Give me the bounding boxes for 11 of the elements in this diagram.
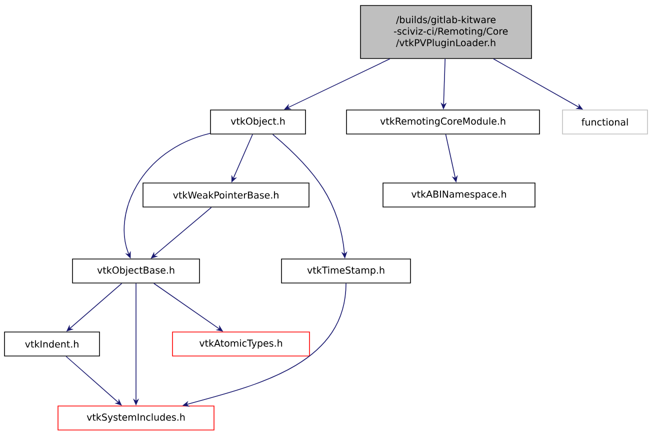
file-box: vtkObject.h — [210, 110, 306, 134]
file-box: functional — [562, 110, 648, 134]
file-box: vtkWeakPointerBase.h — [142, 182, 310, 208]
file-box: vtkSystemIncludes.h — [58, 406, 214, 430]
file-box: vtkABINamespace.h — [382, 182, 536, 208]
file-box: vtkTimeStamp.h — [281, 258, 411, 284]
file-box: vtkObjectBase.h — [72, 258, 200, 284]
file-box: vtkRemotingCoreModule.h — [346, 110, 540, 134]
file-box: vtkAtomicTypes.h — [172, 332, 310, 356]
file-box: vtkIndent.h — [4, 332, 100, 356]
file-box: /builds/gitlab-kitware -sciviz-ci/Remoting/Core /vtkPVPluginLoader.h — [360, 5, 532, 59]
